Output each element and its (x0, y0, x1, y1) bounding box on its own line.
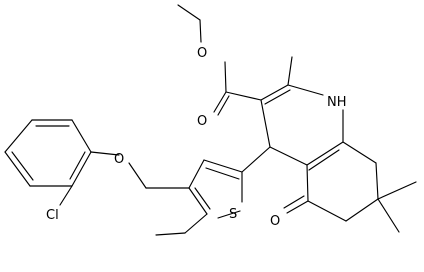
bond (205, 167, 240, 180)
bond (90, 151, 120, 156)
bond (217, 95, 230, 116)
bond (11, 151, 34, 181)
bond (199, 19, 202, 43)
bond (177, 4, 201, 21)
atom-label-chlorine: Cl (46, 208, 59, 223)
bond (69, 151, 86, 180)
bond (217, 210, 241, 219)
bond (260, 99, 271, 148)
bond (264, 89, 291, 105)
atom-label-sulfur: S (229, 207, 237, 222)
bond (4, 119, 33, 153)
dihydropyridine-ring (260, 56, 344, 171)
chlorophenyl-ring (4, 119, 92, 206)
bond (184, 213, 208, 234)
bond (287, 84, 324, 96)
atom-label-ketone-oxygen: O (270, 214, 280, 229)
bond (377, 198, 400, 233)
atom-label-ester-oxygen: O (197, 46, 207, 61)
bond (71, 119, 92, 153)
bond (306, 164, 309, 202)
bond (224, 61, 227, 93)
atom-label-ether-oxygen: O (114, 152, 124, 167)
bond (71, 151, 92, 187)
bond (155, 232, 186, 236)
atom-label-carbonyl-oxygen: O (197, 114, 207, 129)
bond (345, 198, 379, 222)
bond (375, 162, 379, 200)
bond (241, 146, 271, 173)
bond (213, 91, 227, 113)
bond (342, 141, 377, 164)
bond (307, 200, 347, 222)
bond (194, 187, 211, 210)
thiophene-ring (188, 159, 243, 219)
atom-labels: O O NH O O S Cl (46, 46, 347, 229)
bond (287, 56, 293, 86)
bond (306, 141, 344, 166)
bond (225, 91, 262, 101)
bond (203, 159, 243, 173)
bond (128, 162, 147, 189)
bond (188, 187, 208, 215)
bond (377, 181, 417, 200)
bond (283, 195, 305, 209)
bond (269, 146, 308, 166)
bond (4, 151, 31, 187)
bond (260, 84, 289, 101)
cyclohexenone-ring (283, 141, 417, 233)
bond (308, 149, 340, 171)
ethyl-ester-group (177, 4, 262, 116)
bond (286, 200, 309, 214)
bond (188, 159, 205, 189)
methylene-ether-linker (90, 151, 190, 189)
atom-label-nh: NH (327, 95, 347, 110)
bond (59, 185, 73, 206)
thiophene-ethyl-group (155, 213, 208, 236)
